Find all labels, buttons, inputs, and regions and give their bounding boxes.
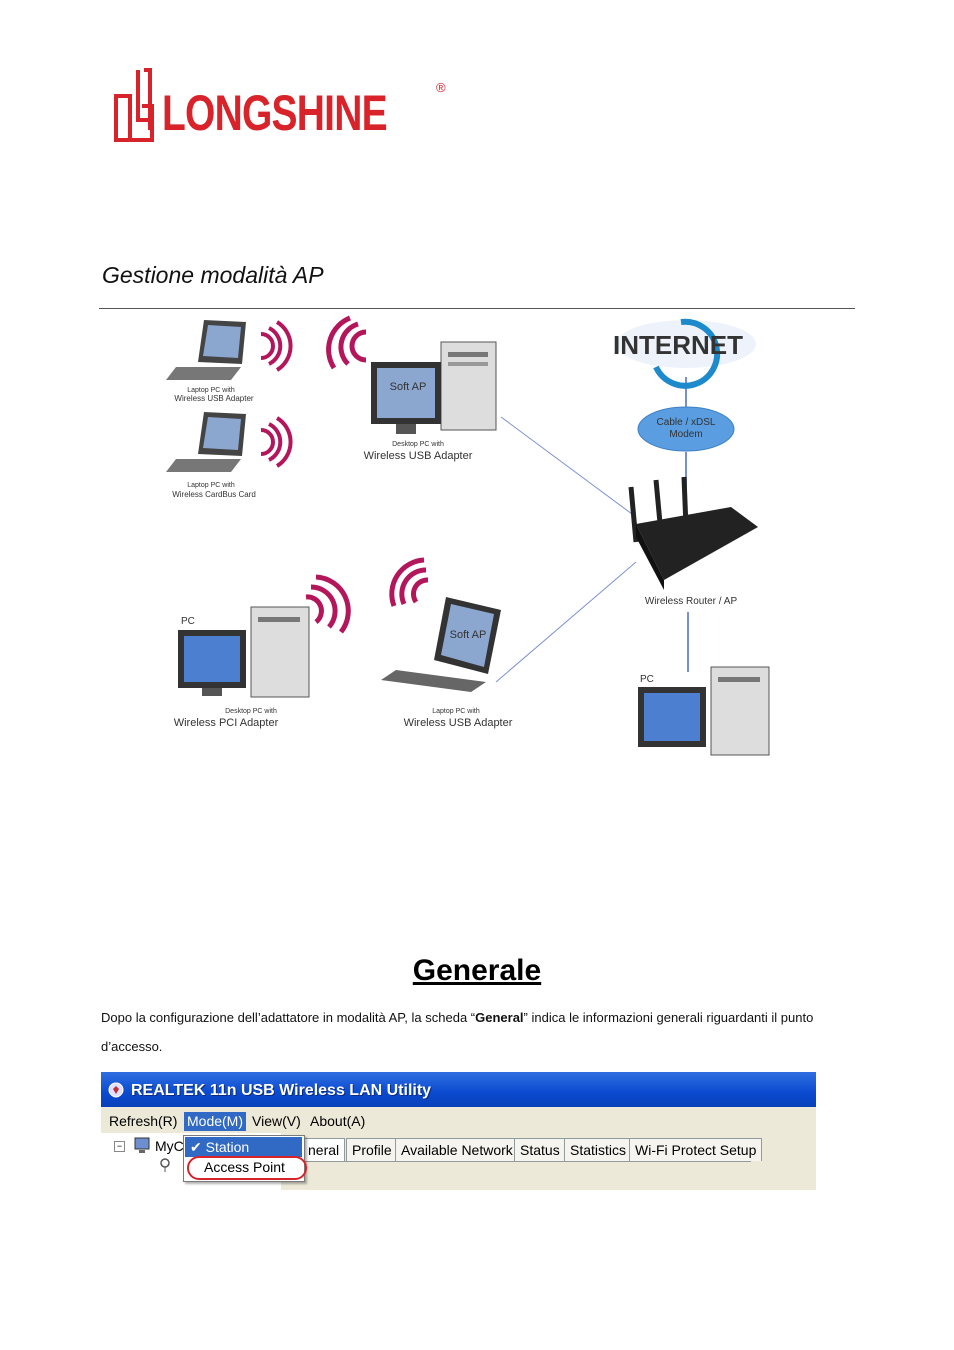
tab-underline [281, 1161, 751, 1162]
description-paragraph: Dopo la configurazione dell’adattatore i… [101, 1003, 861, 1061]
network-adapter-icon [160, 1158, 170, 1172]
label-laptop-usb-top-1: Laptop PC with [187, 387, 235, 394]
label-laptop-cardbus-2: Wireless CardBus Card [172, 490, 256, 499]
network-diagram: Laptop PC with Wireless USB Adapter Lapt… [166, 312, 786, 764]
highlight-circle [187, 1156, 307, 1180]
menu-option-station[interactable]: ✔ Station [185, 1137, 302, 1157]
label-laptop-usb-top-2: Wireless USB Adapter [174, 394, 253, 403]
desktop-pc-icon [371, 341, 497, 434]
desktop-pc-icon [178, 606, 310, 698]
label-desktop-softap-1: Desktop PC with [392, 441, 444, 448]
modem-icon [637, 406, 735, 452]
label-desktop-softap-2: Wireless USB Adapter [364, 450, 473, 462]
tab-available-network[interactable]: Available Network [395, 1138, 519, 1161]
router-icon [628, 476, 758, 590]
tab-status[interactable]: Status [514, 1138, 566, 1161]
wireless-signal-icon [260, 416, 293, 468]
label-laptop-usb-bottom-2: Wireless USB Adapter [404, 717, 513, 729]
label-pc-right: PC [640, 674, 654, 685]
label-desktop-pci-1: Desktop PC with [225, 708, 277, 715]
wireless-signal-icon [326, 315, 367, 370]
registered-mark: ® [436, 80, 446, 95]
heading-generale: Generale [412, 954, 542, 987]
longshine-logo [114, 68, 154, 142]
label-router: Wireless Router / AP [645, 596, 738, 607]
menu-about[interactable]: About(A) [310, 1113, 366, 1129]
desktop-pc-icon [638, 666, 770, 756]
label-pc-left: PC [181, 616, 195, 627]
menu-mode[interactable]: Mode(M) [184, 1112, 247, 1131]
menu-view[interactable]: View(V) [252, 1113, 301, 1129]
internet-cloud-icon [616, 318, 756, 389]
laptop-icon [381, 597, 501, 692]
label-modem-1: Cable / xDSL [657, 417, 716, 428]
utility-window-screenshot: REALTEK 11n USB Wireless LAN Utility Ref… [101, 1072, 816, 1190]
label-soft-ap-laptop: Soft AP [450, 629, 487, 641]
paragraph-text-after: ” indica le informazioni generali riguar… [101, 1010, 814, 1054]
tab-general[interactable]: neral [302, 1138, 346, 1161]
checkmark-icon: ✔ [190, 1139, 202, 1155]
wireless-signal-icon [305, 574, 351, 634]
station-label: Station [205, 1139, 250, 1155]
label-laptop-usb-bottom-1: Laptop PC with [432, 708, 480, 715]
label-desktop-pci-2: Wireless PCI Adapter [174, 717, 279, 729]
laptop-icon [166, 412, 246, 472]
computer-node-icon [134, 1137, 150, 1153]
label-laptop-cardbus-1: Laptop PC with [187, 482, 235, 489]
logo-wordmark: LONGSHINE [162, 85, 388, 141]
window-titlebar [101, 1072, 816, 1107]
access-point-label: Access Point [204, 1159, 285, 1175]
label-internet: INTERNET [613, 330, 743, 360]
window-title: REALTEK 11n USB Wireless LAN Utility [131, 1082, 432, 1099]
tab-statistics[interactable]: Statistics [564, 1138, 633, 1161]
tree-node-label[interactable]: MyC [155, 1138, 184, 1154]
wireless-signal-icon [389, 557, 429, 607]
tab-profile[interactable]: Profile [346, 1138, 398, 1161]
label-soft-ap-desktop: Soft AP [390, 381, 427, 393]
paragraph-bold-general: General [475, 1010, 524, 1025]
tab-wifi-protect-setup[interactable]: Wi-Fi Protect Setup [629, 1138, 763, 1161]
realtek-app-icon [108, 1082, 124, 1098]
section-divider [99, 308, 855, 309]
menu-option-access-point[interactable]: Access Point [185, 1157, 302, 1177]
wireless-signal-icon [260, 320, 293, 372]
paragraph-text-before: Dopo la configurazione dell’adattatore i… [101, 1010, 476, 1025]
section-title: Gestione modalità AP [102, 262, 324, 288]
laptop-icon [166, 320, 246, 380]
menu-refresh[interactable]: Refresh(R) [109, 1113, 178, 1129]
label-modem-2: Modem [669, 429, 702, 440]
tree-collapse-icon[interactable]: − [114, 1141, 125, 1152]
